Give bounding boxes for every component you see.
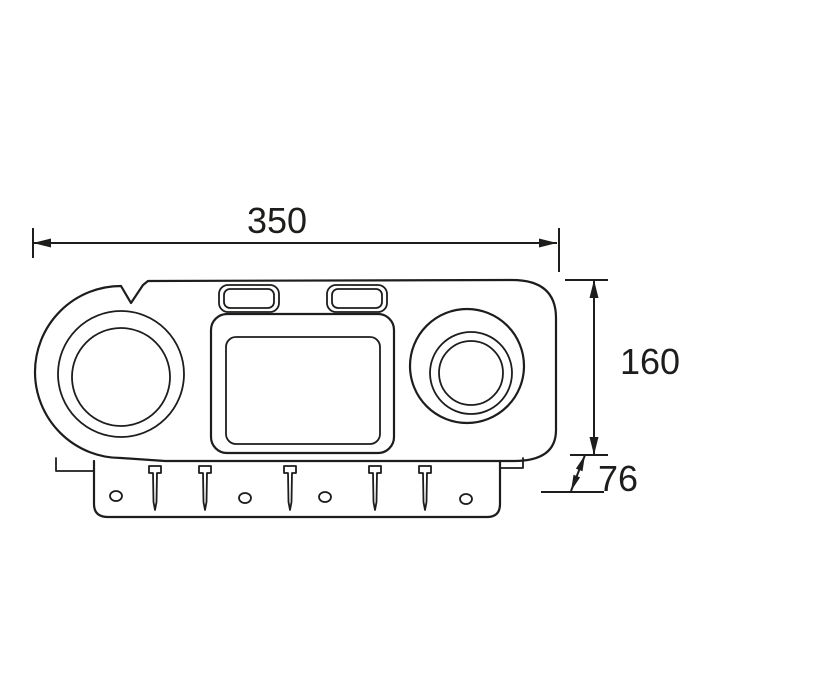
height-arrow-bottom (589, 437, 599, 455)
depth-arrow-top (575, 455, 585, 472)
bracket-clip-2 (198, 465, 212, 511)
body-step-right (499, 457, 524, 469)
slot-right-inner (331, 288, 383, 309)
left-cup-inner-wall (71, 327, 171, 427)
dimension-arrowheads-group (33, 238, 599, 491)
bracket-hole-3 (318, 491, 332, 503)
dimension-labels-group: 350 160 76 (247, 200, 680, 499)
slot-right-outer (326, 284, 388, 313)
bracket-clip-4 (368, 465, 382, 511)
body-step-left (55, 457, 95, 472)
mounting-bracket-outline (92, 459, 502, 519)
width-arrow-left (33, 238, 51, 248)
bracket-clip-5 (418, 465, 432, 511)
part-outline-group (33, 278, 558, 519)
height-dimension-label: 160 (620, 341, 680, 382)
left-cup-outer-rim (57, 310, 185, 438)
tray-body-outline (33, 278, 558, 463)
bracket-hole-1 (109, 490, 123, 502)
slot-left-outer (218, 284, 280, 313)
slot-left-inner (223, 288, 275, 309)
right-cup-inner-base (438, 340, 504, 406)
depth-dimension-label: 76 (598, 458, 638, 499)
depth-arrow-bottom (571, 474, 581, 491)
bracket-hole-2 (238, 492, 252, 504)
right-cup-outer-rim (408, 307, 526, 425)
center-tray-outer (209, 312, 396, 455)
bracket-hole-4 (459, 493, 473, 505)
bracket-clip-1 (148, 465, 162, 511)
width-dimension-label: 350 (247, 200, 307, 241)
bracket-clip-3 (283, 465, 297, 511)
width-arrow-right (539, 238, 557, 248)
center-tray-inner (225, 336, 381, 445)
right-cup-mid-wall (429, 331, 513, 415)
height-arrow-top (589, 280, 599, 298)
